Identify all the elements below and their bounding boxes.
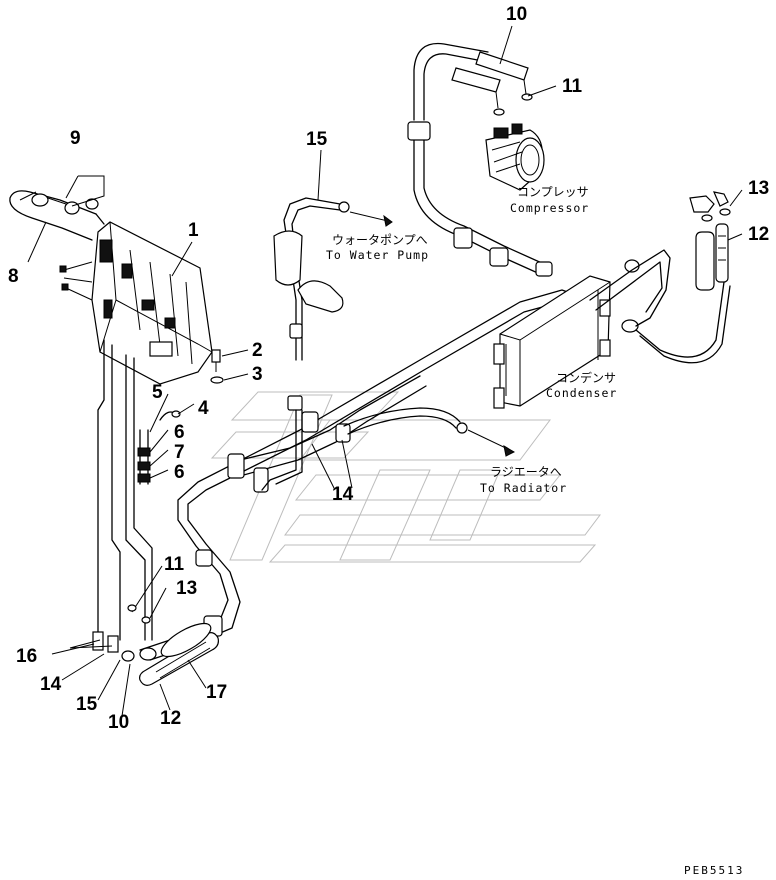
compressor-lines — [407, 42, 553, 277]
callout-10-top: 10 — [506, 4, 527, 25]
callout-7: 7 — [174, 442, 185, 463]
callout-15-top: 15 — [306, 129, 328, 150]
callout-8: 8 — [8, 266, 19, 287]
note-compressor-en: Compressor — [510, 201, 589, 215]
condenser — [493, 249, 731, 409]
callout-3: 3 — [252, 364, 263, 385]
receiver-drier-upper — [689, 191, 731, 291]
note-condenser-jp: コンデンサ — [556, 370, 616, 385]
note-radiator-jp: ラジエータへ — [490, 465, 562, 479]
callout-1: 1 — [188, 220, 199, 241]
refrigerant-lines — [121, 289, 597, 662]
note-compressor-jp: コンプレッサ — [517, 185, 589, 199]
callout-15-lower: 15 — [76, 694, 98, 715]
leader-lines — [27, 25, 743, 717]
water-pump-hose — [261, 197, 393, 491]
note-condenser-en: Condenser — [546, 386, 617, 400]
callout-2: 2 — [252, 340, 263, 361]
drain-tubes — [92, 339, 153, 653]
callout-13-top: 13 — [748, 178, 769, 199]
callout-4: 4 — [198, 398, 209, 419]
note-water-pump-jp: ウォータポンプへ — [332, 233, 428, 247]
notes: コンプレッサ Compressor ウォータポンプへ To Water Pump… — [326, 185, 617, 495]
callout-11-top: 11 — [562, 76, 583, 97]
callout-13-lower: 13 — [176, 578, 197, 599]
callout-12-lower: 12 — [160, 708, 181, 729]
callout-10-lower: 10 — [108, 712, 129, 733]
receiver-drier-lower — [139, 622, 219, 686]
callout-6-lower: 6 — [174, 462, 185, 483]
callout-6-upper: 6 — [174, 422, 185, 443]
callout-17: 17 — [206, 682, 227, 703]
note-radiator-en: To Radiator — [480, 481, 567, 495]
document-id: PEB5513 — [684, 864, 744, 877]
callout-numbers: 10 11 9 15 1 13 12 8 2 3 5 4 6 7 6 14 11… — [8, 4, 769, 733]
callout-11-lower: 11 — [164, 554, 185, 575]
callout-14-lower: 14 — [40, 674, 62, 695]
callout-14-mid: 14 — [332, 484, 354, 505]
callout-9: 9 — [70, 128, 81, 149]
duct-hose — [9, 190, 105, 241]
callout-12-top: 12 — [748, 224, 769, 245]
small-hose-parts — [137, 410, 181, 485]
radiator-hose — [343, 407, 516, 457]
note-water-pump-en: To Water Pump — [326, 248, 429, 262]
callout-5: 5 — [152, 382, 163, 403]
callout-16: 16 — [16, 646, 37, 667]
heater-unit — [59, 221, 224, 385]
compressor — [485, 123, 545, 191]
